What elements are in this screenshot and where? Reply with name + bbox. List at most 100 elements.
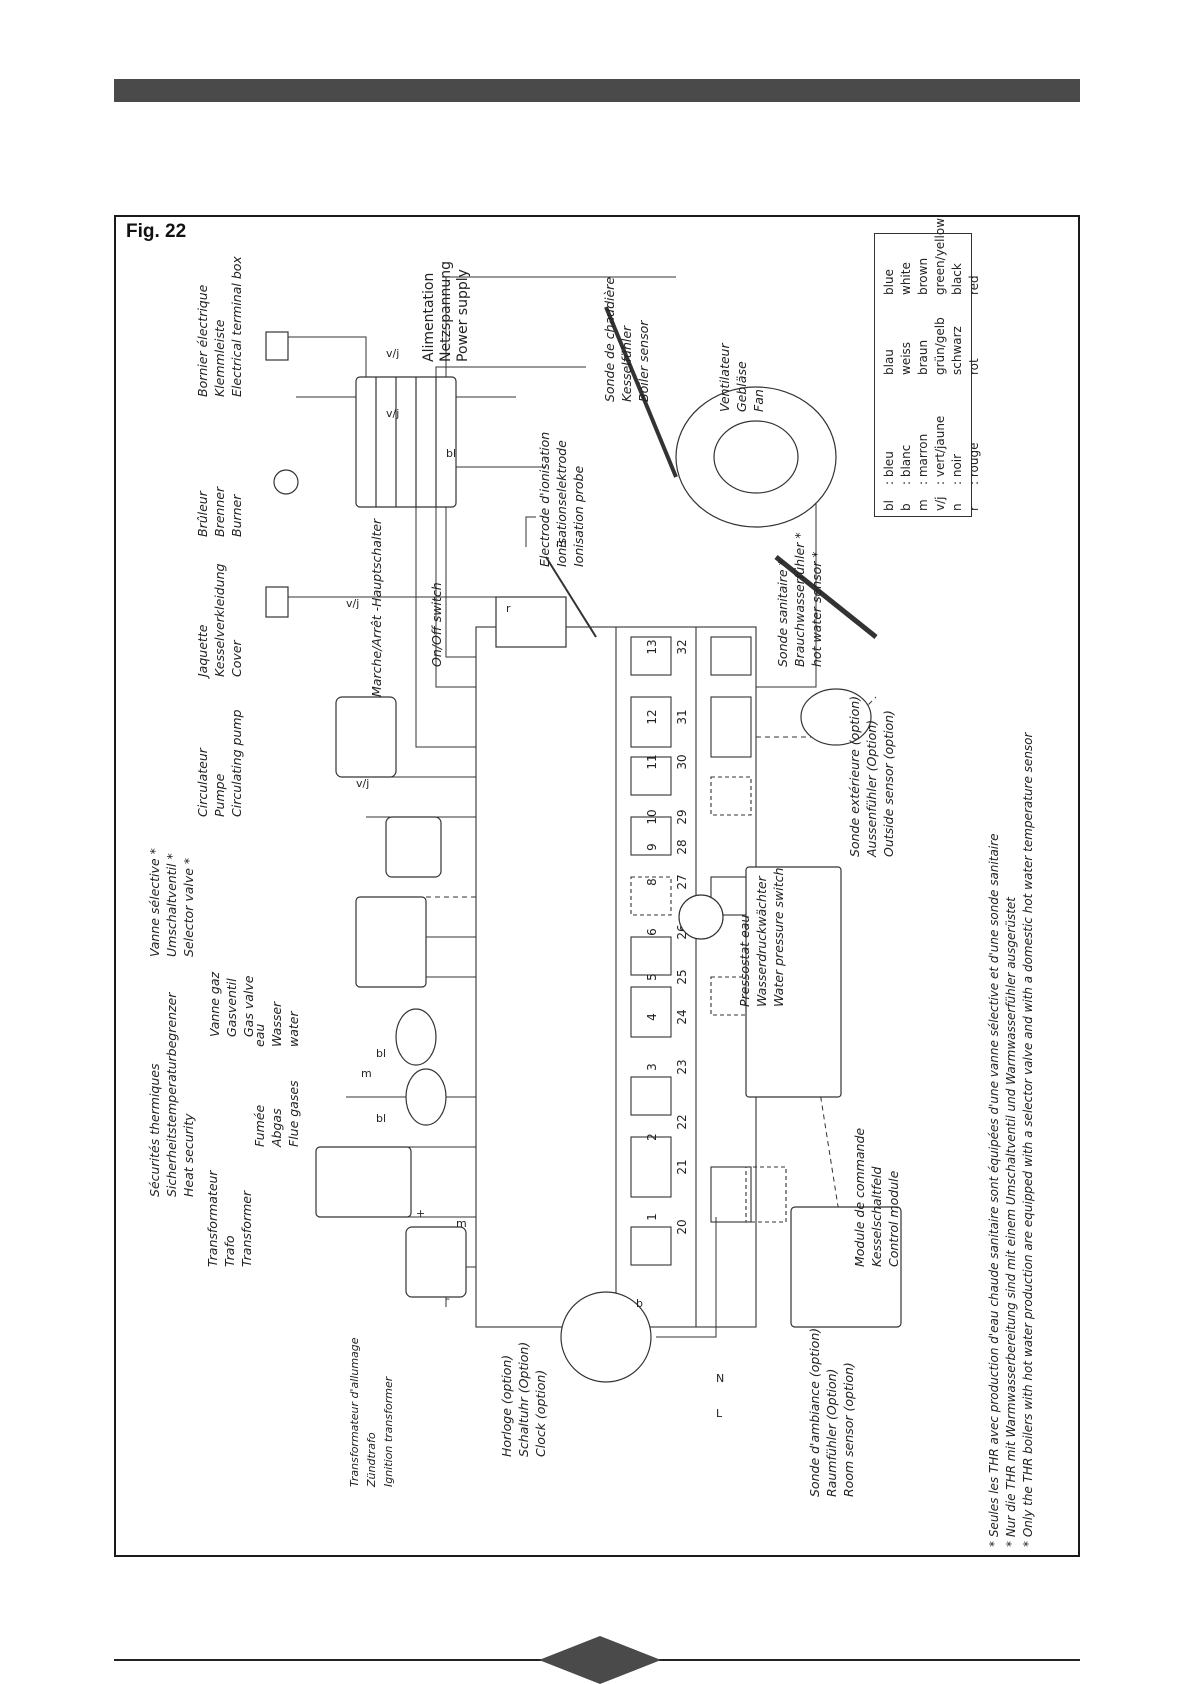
legend-fr: : vert/jaune	[933, 415, 947, 485]
label-clock: Horloge (option)Schaltuhr (Option)Clock …	[499, 1341, 548, 1457]
legend-code: bl	[882, 500, 896, 511]
terminal-30: 30	[675, 754, 689, 769]
terminal-29: 29	[675, 809, 689, 824]
label-hot-water-sensor: Sonde sanitaire *Brauchwasserfühler *hot…	[775, 532, 824, 667]
wire-bundle-2	[435, 366, 586, 688]
terminal-1: 1	[645, 1213, 659, 1221]
legend-fr: : rouge	[967, 442, 981, 485]
terminal-32: 32	[675, 639, 689, 654]
footer-diamond	[539, 1636, 661, 1684]
figure-frame: Fig. 22 13	[114, 215, 1080, 1557]
wire-label-minus: -	[446, 1292, 450, 1305]
wire-label-m-3: m	[456, 1217, 467, 1230]
terminal-block	[355, 376, 457, 508]
terminal-8: 8	[645, 878, 659, 886]
wire-label-b: b	[636, 1297, 643, 1310]
terminal-2: 2	[645, 1133, 659, 1141]
header-bar	[114, 79, 1080, 102]
wire-label-bl-2: bl	[376, 1047, 386, 1060]
legend-de: braun	[916, 339, 930, 375]
boiler-sensor	[604, 306, 678, 478]
connector-03k03	[630, 986, 672, 1038]
burner-plug	[273, 469, 299, 495]
wire-label-r: r	[506, 602, 511, 615]
control-module	[745, 866, 842, 1098]
legend-code: b	[899, 503, 913, 511]
wire-electrode	[525, 516, 536, 547]
connector-04k03	[630, 1136, 672, 1198]
terminal-10: 10	[645, 809, 659, 824]
label-selector-valve: Vanne sélective *Umschaltventil *Selecto…	[147, 848, 196, 957]
connector-02k04-c	[630, 876, 672, 916]
legend-de: grün/gelb	[933, 317, 947, 375]
water-security	[395, 1008, 437, 1066]
wire-label-bl-3: bl	[376, 1112, 386, 1125]
label-onoff-switch: On/Off switch	[429, 582, 444, 667]
terminal-20: 20	[675, 1219, 689, 1234]
legend-code: m	[916, 499, 930, 511]
terminal-plug	[265, 331, 289, 361]
wiring-schematic: 13 12 11 10 9 8 6 5 4 3 2 1 32 31 30 29 …	[265, 276, 902, 1420]
legend-de: schwarz	[950, 326, 964, 375]
connector-03k04	[630, 696, 672, 748]
connector-02k03	[630, 1226, 672, 1266]
wire-label-bl-1: bl	[446, 447, 456, 460]
gas-valve	[355, 896, 427, 988]
wire-label-vj-3: v/j	[346, 597, 359, 610]
dhw-sensor	[774, 555, 878, 639]
outside-sensor	[800, 688, 872, 746]
legend-fr: : noir	[950, 453, 964, 485]
pump	[335, 696, 397, 778]
terminal-11: 11	[645, 754, 659, 769]
terminal-9: 9	[645, 843, 659, 851]
connector-lower-2	[710, 696, 752, 758]
connector-lower-6	[710, 1166, 752, 1223]
connector-02k04-a	[630, 756, 672, 796]
legend-fr: : blanc	[899, 444, 913, 485]
wire-label-L: L	[716, 1407, 723, 1420]
wire-label-plus: +	[416, 1207, 425, 1220]
clock	[560, 1291, 652, 1383]
label-room-sensor: Sonde d'ambiance (option)Raumfühler (Opt…	[807, 1327, 856, 1497]
terminal-12: 12	[645, 709, 659, 724]
footnote-en: * Only the THR boilers with hot water pr…	[1021, 732, 1035, 1547]
onoff-switch	[495, 596, 567, 648]
terminal-3: 3	[645, 1063, 659, 1071]
legend-en: green/yellow	[933, 217, 947, 295]
wire-label-vj-2: v/j	[386, 407, 399, 420]
label-main-switch: Marche/Arrêt -Hauptschalter	[369, 518, 384, 697]
footnote-de: * Nur die THR mit Warmwasserbereitung si…	[1004, 897, 1018, 1547]
legend-en: blue	[882, 269, 896, 295]
connector-02k38	[630, 636, 672, 676]
wire-label-m-2: m	[361, 1067, 372, 1080]
legend-code: r	[967, 506, 981, 511]
wire-clock	[656, 1217, 717, 1338]
terminal-23: 23	[675, 1059, 689, 1074]
legend-code: v/j	[933, 496, 947, 511]
pressure-switch	[678, 894, 724, 940]
legend-table: bl: bleublaublue b: blancweisswhite m: m…	[882, 218, 984, 511]
ignition-transformer	[405, 1226, 467, 1298]
connector-02k05	[630, 936, 672, 976]
connector-02k04-b	[630, 816, 672, 856]
legend-code: n	[950, 503, 964, 511]
terminal-28: 28	[675, 839, 689, 854]
legend-de: blau	[882, 349, 896, 375]
legend-en: black	[950, 263, 964, 295]
connector-lower-7	[745, 1166, 787, 1223]
room-sensor	[790, 1206, 902, 1328]
footnotes: * Seules les THR avec production d'eau c…	[986, 733, 1037, 1547]
figure-label: Fig. 22	[126, 221, 187, 242]
legend-box	[874, 233, 972, 517]
terminal-27: 27	[675, 874, 689, 889]
terminal-13: 13	[645, 639, 659, 654]
